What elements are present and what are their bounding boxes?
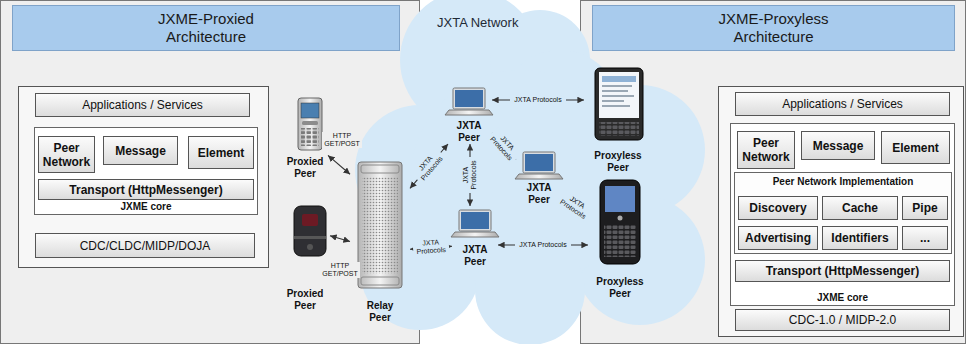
- panel-title: JXME-Proxyless Architecture: [592, 5, 955, 51]
- box-label: JXME core: [120, 201, 171, 213]
- protocol-connector: [330, 236, 350, 242]
- component-box: Discovery: [738, 196, 818, 220]
- candybar-phone: [298, 98, 322, 150]
- peer-label: Proxied Peer: [284, 288, 326, 312]
- box-label: Element: [892, 141, 939, 155]
- box-label: Identifiers: [831, 231, 888, 245]
- box-label: Message: [813, 139, 864, 153]
- box-label: Cache: [842, 201, 878, 215]
- peer-label: JXTA Peer: [455, 244, 495, 268]
- smartphone-icon: [595, 68, 643, 140]
- server-tower: [358, 162, 402, 288]
- box-label: ...: [920, 231, 930, 245]
- protocol-connector: [410, 144, 448, 188]
- transport-box: Transport (HttpMessenger): [38, 179, 254, 200]
- layer-box: Applications / Services: [35, 93, 250, 117]
- module-box: Element: [188, 136, 254, 169]
- edge-label: HTTP GET/POST: [320, 262, 360, 278]
- protocol-label: JXTA Protocols: [515, 241, 571, 249]
- edge-label: JXTA Protocols: [462, 157, 478, 193]
- box-label: Element: [198, 146, 245, 160]
- protocol-label: JXTA Protocols: [462, 157, 478, 193]
- module-box: Message: [801, 131, 875, 160]
- panel-title: JXME-Proxied Architecture: [12, 5, 400, 51]
- box-label: Discovery: [749, 201, 806, 215]
- module-box: Message: [103, 136, 178, 165]
- box-label: Transport (HttpMessenger): [766, 264, 919, 278]
- peer-label: JXTA Peer: [519, 182, 559, 206]
- box-label: CDC/CLDC/MIDP/DOJA: [80, 239, 211, 253]
- box-label: Transport (HttpMessenger): [69, 183, 222, 197]
- edge-label: JXTA Protocols: [515, 241, 571, 249]
- implementation-box: Discovery Cache PipeAdvertising Identifiers…: [734, 172, 952, 254]
- stack-frame: [719, 87, 964, 337]
- laptop-icon: [445, 88, 493, 115]
- module-box: Peer Network: [737, 131, 795, 169]
- edge-label: HTTP GET/POST: [322, 132, 362, 148]
- component-box: Pipe: [902, 196, 948, 220]
- box-label: Advertising: [745, 231, 811, 245]
- box-label: Peer Network: [41, 141, 92, 169]
- box-label: JXME core: [817, 292, 868, 304]
- box-label: Message: [115, 144, 166, 158]
- peer-label: Relay Peer: [360, 300, 400, 324]
- protocol-label: HTTP GET/POST: [322, 132, 362, 148]
- module-box: Peer Network: [38, 136, 95, 173]
- architecture-panel: Applications / ServicesPeer Network Messa…: [580, 0, 966, 344]
- component-box: ...: [902, 226, 948, 250]
- box-label: Applications / Services: [782, 97, 903, 111]
- peer-label: Proxyless Peer: [591, 150, 645, 174]
- module-box: Element: [881, 131, 950, 164]
- protocol-label: JXTA Protocols: [412, 238, 449, 257]
- platform-box: CDC/CLDC/MIDP/DOJA: [35, 233, 255, 258]
- box-label: Peer Network Implementation: [773, 176, 914, 188]
- transport-box: Transport (HttpMessenger): [735, 260, 950, 282]
- protocol-label: JXTA Protocols: [510, 96, 566, 104]
- edge-label: JXTA Protocols: [412, 238, 449, 257]
- laptop-icon: [515, 152, 563, 179]
- layer-box: Applications / Services: [735, 92, 950, 116]
- blackberry-icon: [600, 180, 640, 264]
- stack-frame: [19, 87, 269, 268]
- box-label: Applications / Services: [82, 98, 203, 112]
- component-box: Advertising: [738, 226, 818, 250]
- peer-label: Proxyless Peer: [593, 276, 647, 300]
- box-label: Peer Network: [740, 136, 792, 164]
- core-box: Peer Network Message ElementTransport (Htt…: [34, 127, 258, 215]
- platform-box: CDC-1.0 / MIDP-2.0: [735, 309, 950, 331]
- core-box: Peer Network Message ElementDiscovery Cache…: [730, 123, 955, 306]
- protocol-connector: [328, 155, 350, 174]
- network-name: JXTA Network: [437, 15, 518, 30]
- edge-label: JXTA Protocols: [510, 96, 566, 104]
- flip-phone: [294, 206, 326, 256]
- component-box: Cache: [822, 196, 898, 220]
- box-label: CDC-1.0 / MIDP-2.0: [789, 313, 896, 327]
- laptop-icon: [451, 210, 499, 237]
- component-box: Identifiers: [822, 226, 898, 250]
- box-label: Pipe: [912, 201, 937, 215]
- protocol-label: HTTP GET/POST: [320, 262, 360, 278]
- peer-label: Proxied Peer: [284, 156, 326, 180]
- cloud-lobe: [475, 235, 585, 344]
- peer-label: JXTA Peer: [449, 120, 489, 144]
